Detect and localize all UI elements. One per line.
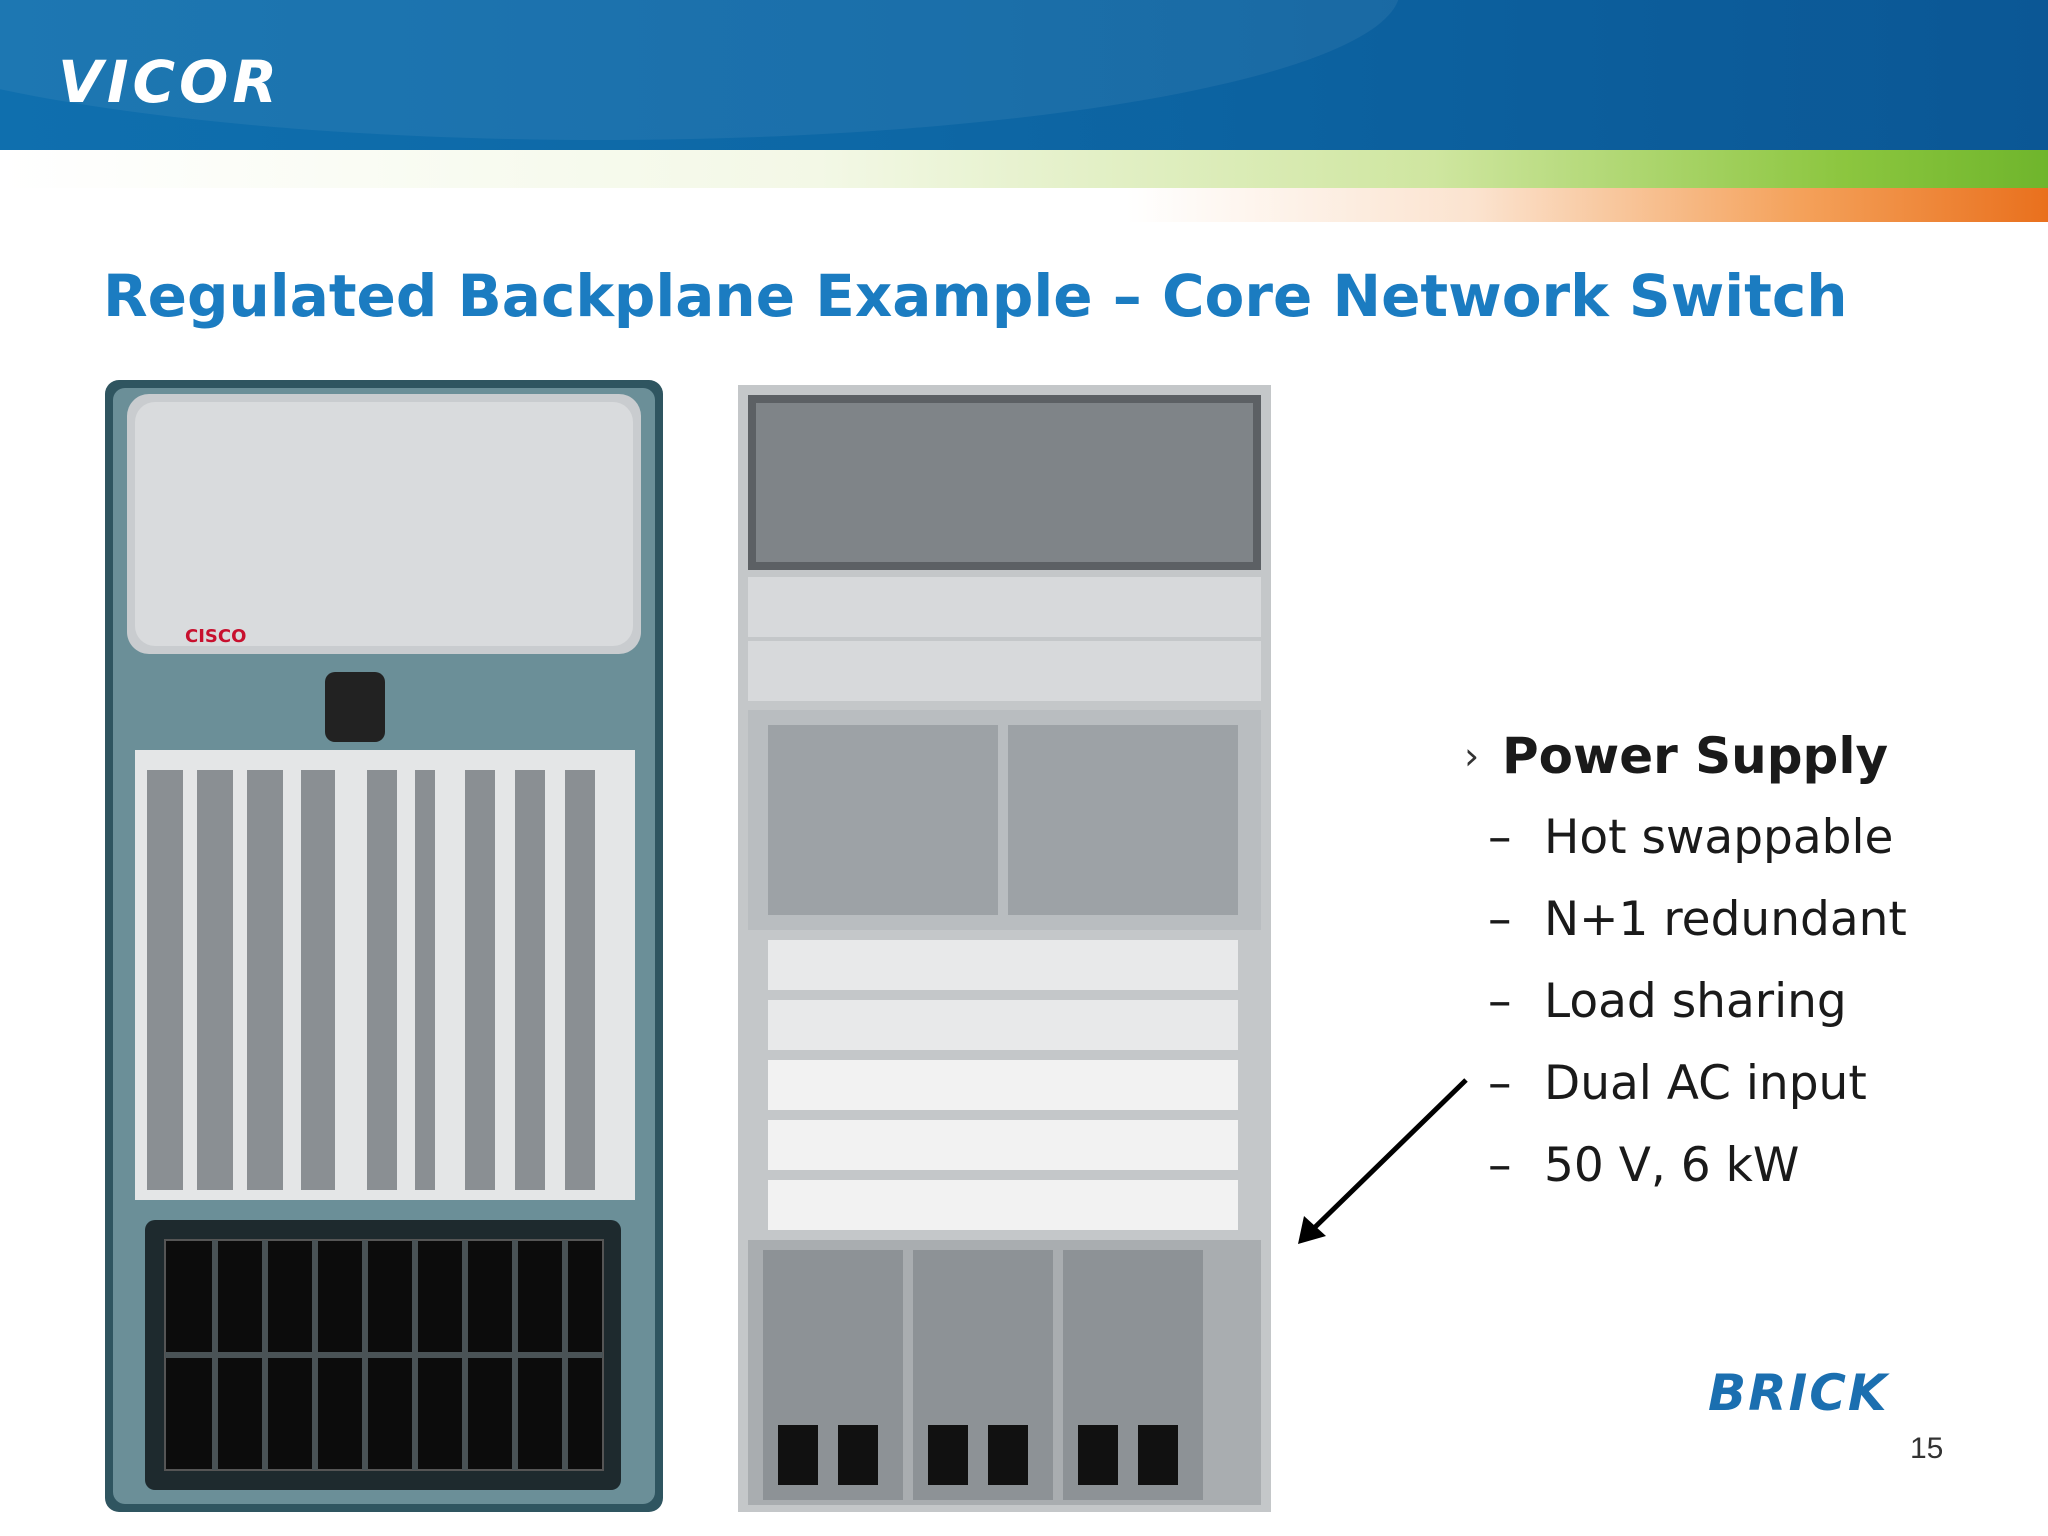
sub-bullet-label: Hot swappable [1544, 809, 1894, 865]
sub-bullet-label: Load sharing [1544, 973, 1847, 1029]
dash-marker: – [1488, 1137, 1512, 1193]
brick-logo: BRICK [1708, 1364, 1889, 1422]
dash-marker: – [1488, 1055, 1512, 1111]
chassis-photo-rear [738, 385, 1271, 1512]
chassis-photo-front: CISCO [105, 380, 663, 1512]
sub-bullet: – Load sharing [1464, 960, 2004, 1042]
bullet-main-label: Power Supply [1502, 727, 1889, 785]
green-accent-band [0, 150, 2048, 188]
slide-title: Regulated Backplane Example – Core Netwo… [103, 262, 1848, 330]
sub-bullet: – Dual AC input [1464, 1042, 2004, 1124]
bullet-list: › Power Supply – Hot swappable – N+1 red… [1464, 716, 2004, 1206]
page-number: 15 [1910, 1432, 1944, 1465]
sub-bullet-label: 50 V, 6 kW [1544, 1137, 1800, 1193]
chevron-right-icon: › [1464, 734, 1480, 778]
sub-bullet: – N+1 redundant [1464, 878, 2004, 960]
dash-marker: – [1488, 891, 1512, 947]
sub-bullet-label: Dual AC input [1544, 1055, 1867, 1111]
pointer-arrow-icon [1298, 1078, 1468, 1244]
dash-marker: – [1488, 809, 1512, 865]
bullet-main: › Power Supply [1464, 716, 2004, 796]
dash-marker: – [1488, 973, 1512, 1029]
sub-bullet-label: N+1 redundant [1544, 891, 1907, 947]
cisco-logo-text: CISCO [185, 626, 246, 647]
sub-bullet: – Hot swappable [1464, 796, 2004, 878]
header-banner: VICOR [0, 0, 2048, 150]
sub-bullet: – 50 V, 6 kW [1464, 1124, 2004, 1206]
orange-accent-band [0, 188, 2048, 222]
vicor-logo: VICOR [58, 48, 281, 116]
